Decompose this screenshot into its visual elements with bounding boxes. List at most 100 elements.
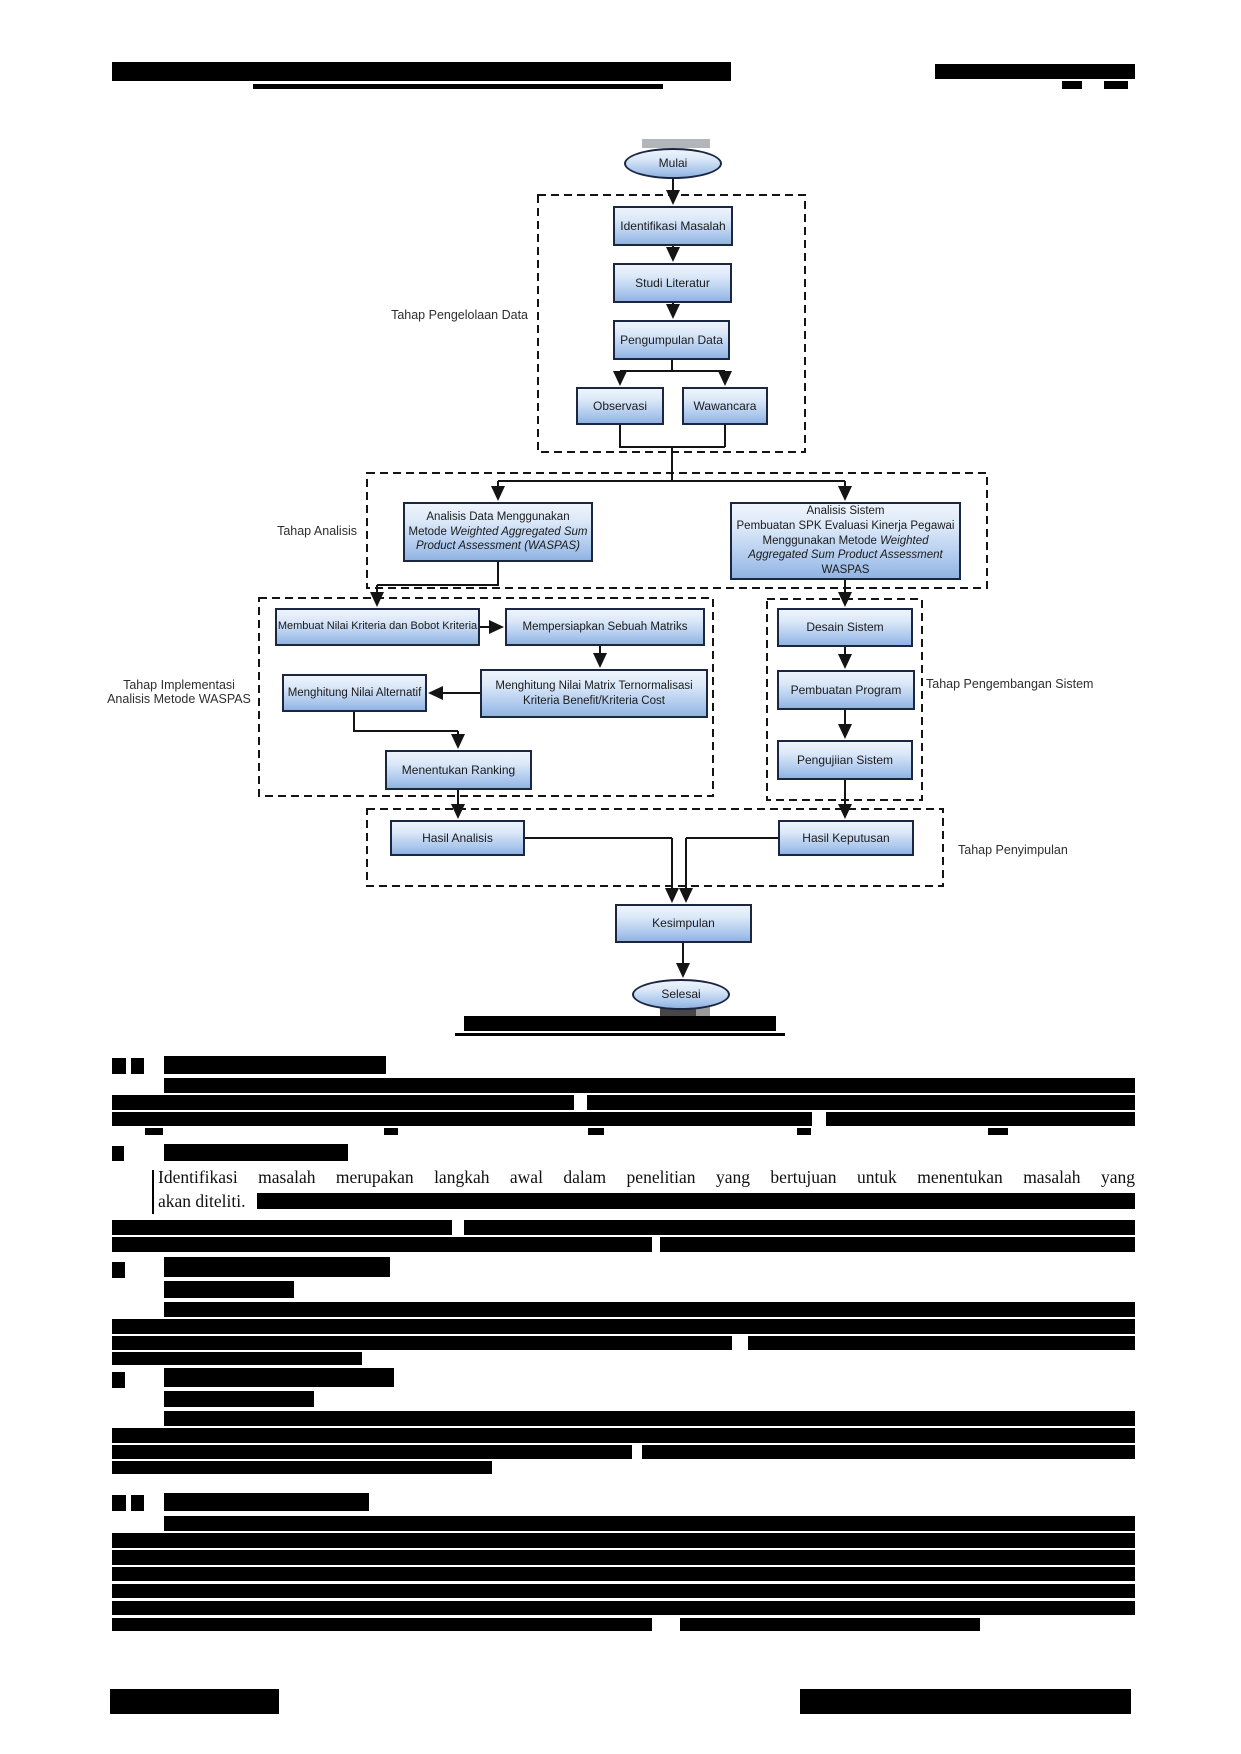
redacted-text-bar bbox=[1062, 81, 1082, 89]
flow-node-label: Pengujiian Sistem bbox=[796, 752, 894, 767]
redacted-text-bar bbox=[112, 1095, 574, 1110]
flow-node-studi-literatur: Studi Literatur bbox=[613, 263, 732, 303]
redacted-text-bar bbox=[748, 1336, 1135, 1350]
stage-label-penyimpulan: Tahap Penyimpulan bbox=[958, 843, 1068, 857]
flow-node-label: Hasil Analisis bbox=[422, 830, 493, 845]
flow-node-wawancara: Wawancara bbox=[682, 387, 768, 425]
flow-node-label: Hasil Keputusan bbox=[802, 830, 890, 845]
flow-node-label: Mempersiapkan Sebuah Matriks bbox=[522, 620, 688, 633]
redacted-text-bar bbox=[164, 1368, 394, 1387]
redacted-text-bar bbox=[112, 1567, 1135, 1581]
redacted-text-bar bbox=[112, 1618, 652, 1631]
redacted-text-bar bbox=[112, 1428, 1135, 1443]
flow-node-identifikasi-masalah: Identifikasi Masalah bbox=[613, 206, 733, 246]
flow-node-label: Pengumpulan Data bbox=[620, 332, 723, 347]
redacted-text-bar bbox=[660, 1237, 1135, 1252]
redacted-text-bar bbox=[112, 1112, 812, 1126]
redacted-text-bar bbox=[253, 84, 663, 89]
redacted-text-bar bbox=[110, 1689, 279, 1714]
redacted-text-bar bbox=[112, 1262, 125, 1278]
redacted-text-bar bbox=[164, 1144, 348, 1161]
redacted-text-bar bbox=[112, 1058, 126, 1074]
redacted-text-bar bbox=[680, 1618, 980, 1631]
redacted-text-bar bbox=[152, 1170, 154, 1214]
flow-node-label: Observasi bbox=[592, 398, 648, 413]
redacted-text-bar bbox=[131, 1058, 144, 1074]
flow-node-hasil-analisis: Hasil Analisis bbox=[390, 820, 525, 856]
redacted-text-bar bbox=[112, 1584, 1135, 1598]
flow-node-label: Analisis Sistem Pembuatan SPK Evaluasi K… bbox=[736, 504, 955, 577]
redacted-text-bar bbox=[587, 1095, 1135, 1110]
redacted-text-bar bbox=[112, 1550, 1135, 1565]
redacted-text-bar bbox=[464, 1016, 776, 1031]
flow-node-menentukan-ranking: Menentukan Ranking bbox=[385, 750, 532, 790]
redacted-text-bar bbox=[112, 1601, 1135, 1615]
redacted-text-bar bbox=[145, 1128, 163, 1135]
redacted-text-bar bbox=[164, 1391, 314, 1407]
body-text: Identifikasi masalah merupakan langkah a… bbox=[158, 1165, 1135, 1213]
flow-node-selesai: Selesai bbox=[632, 979, 730, 1010]
flow-node-desain-sistem: Desain Sistem bbox=[777, 608, 913, 647]
redacted-text-bar bbox=[257, 1193, 1135, 1209]
redacted-text-bar bbox=[164, 1056, 386, 1074]
redacted-text-bar bbox=[1104, 81, 1128, 89]
flow-node-label: Pembuatan Program bbox=[790, 682, 902, 697]
redacted-text-bar bbox=[384, 1128, 398, 1135]
redacted-text-bar bbox=[112, 1146, 124, 1161]
redacted-text-bar bbox=[112, 1237, 652, 1252]
redacted-text-bar bbox=[164, 1411, 1135, 1426]
stage-label-analisis: Tahap Analisis bbox=[277, 524, 357, 538]
redacted-text-bar bbox=[112, 1352, 362, 1365]
stage-label-pengelolaan-data: Tahap Pengelolaan Data bbox=[391, 308, 528, 322]
smudge-above-start bbox=[642, 139, 710, 148]
redacted-text-bar bbox=[164, 1078, 1135, 1093]
redacted-text-bar bbox=[112, 1336, 732, 1350]
flow-node-label: Menghitung Nilai Alternatif bbox=[287, 686, 422, 699]
flow-node-label: Wawancara bbox=[693, 398, 757, 413]
redacted-text-bar bbox=[112, 1445, 632, 1459]
redacted-text-bar bbox=[112, 1372, 125, 1388]
flow-node-label: Analisis Data Menggunakan Metode Weighte… bbox=[408, 511, 588, 553]
redacted-text-bar bbox=[112, 62, 731, 81]
flow-node-label: Identifikasi Masalah bbox=[620, 218, 726, 233]
redacted-text-bar bbox=[464, 1220, 1135, 1235]
redacted-text-bar bbox=[112, 1319, 1135, 1334]
redacted-text-bar bbox=[642, 1445, 1135, 1459]
redacted-text-bar bbox=[164, 1516, 1135, 1531]
redacted-text-bar bbox=[112, 1220, 452, 1235]
redacted-text-bar bbox=[164, 1493, 369, 1511]
flow-node-observasi: Observasi bbox=[576, 387, 664, 425]
flow-node-label: Mulai bbox=[658, 156, 688, 170]
flow-node-mulai: Mulai bbox=[624, 148, 722, 179]
flow-node-pengujian-sistem: Pengujiian Sistem bbox=[777, 740, 913, 780]
body-text-line2-visible: akan diteliti. bbox=[158, 1191, 246, 1211]
flow-node-kesimpulan: Kesimpulan bbox=[615, 904, 752, 943]
flow-node-pembuatan-program: Pembuatan Program bbox=[777, 670, 915, 710]
flow-node-label: Kesimpulan bbox=[652, 916, 715, 930]
redacted-text-bar bbox=[588, 1128, 604, 1135]
body-text-line2: akan diteliti. bbox=[158, 1189, 1135, 1213]
smudge-below-end-dark bbox=[660, 1007, 696, 1017]
flow-node-label: Selesai bbox=[661, 987, 701, 1001]
redacted-text-bar bbox=[164, 1281, 294, 1298]
redacted-text-bar bbox=[800, 1689, 1131, 1714]
flow-node-label: Menentukan Ranking bbox=[401, 762, 516, 777]
flow-node-analisis-data-waspas: Analisis Data Menggunakan Metode Weighte… bbox=[403, 502, 593, 562]
flow-node-analisis-sistem: Analisis Sistem Pembuatan SPK Evaluasi K… bbox=[730, 502, 961, 580]
smudge-below-end-light bbox=[696, 1007, 710, 1017]
redacted-text-bar bbox=[988, 1128, 1008, 1135]
stage-label-pengembangan-sistem: Tahap Pengembangan Sistem bbox=[926, 677, 1094, 691]
flow-node-label: Desain Sistem bbox=[806, 620, 884, 634]
flow-node-label: Membuat Nilai Kriteria dan Bobot Kriteri… bbox=[277, 620, 478, 633]
redacted-text-bar bbox=[112, 1461, 492, 1474]
redacted-text-bar bbox=[797, 1128, 811, 1135]
flow-node-pengumpulan-data: Pengumpulan Data bbox=[613, 320, 730, 360]
redacted-text-bar bbox=[455, 1033, 785, 1036]
flow-node-menghitung-nilai-alternatif: Menghitung Nilai Alternatif bbox=[282, 674, 427, 712]
flow-node-membuat-nilai-kriteria: Membuat Nilai Kriteria dan Bobot Kriteri… bbox=[275, 608, 480, 646]
flow-node-mempersiapkan-matriks: Mempersiapkan Sebuah Matriks bbox=[505, 608, 705, 646]
